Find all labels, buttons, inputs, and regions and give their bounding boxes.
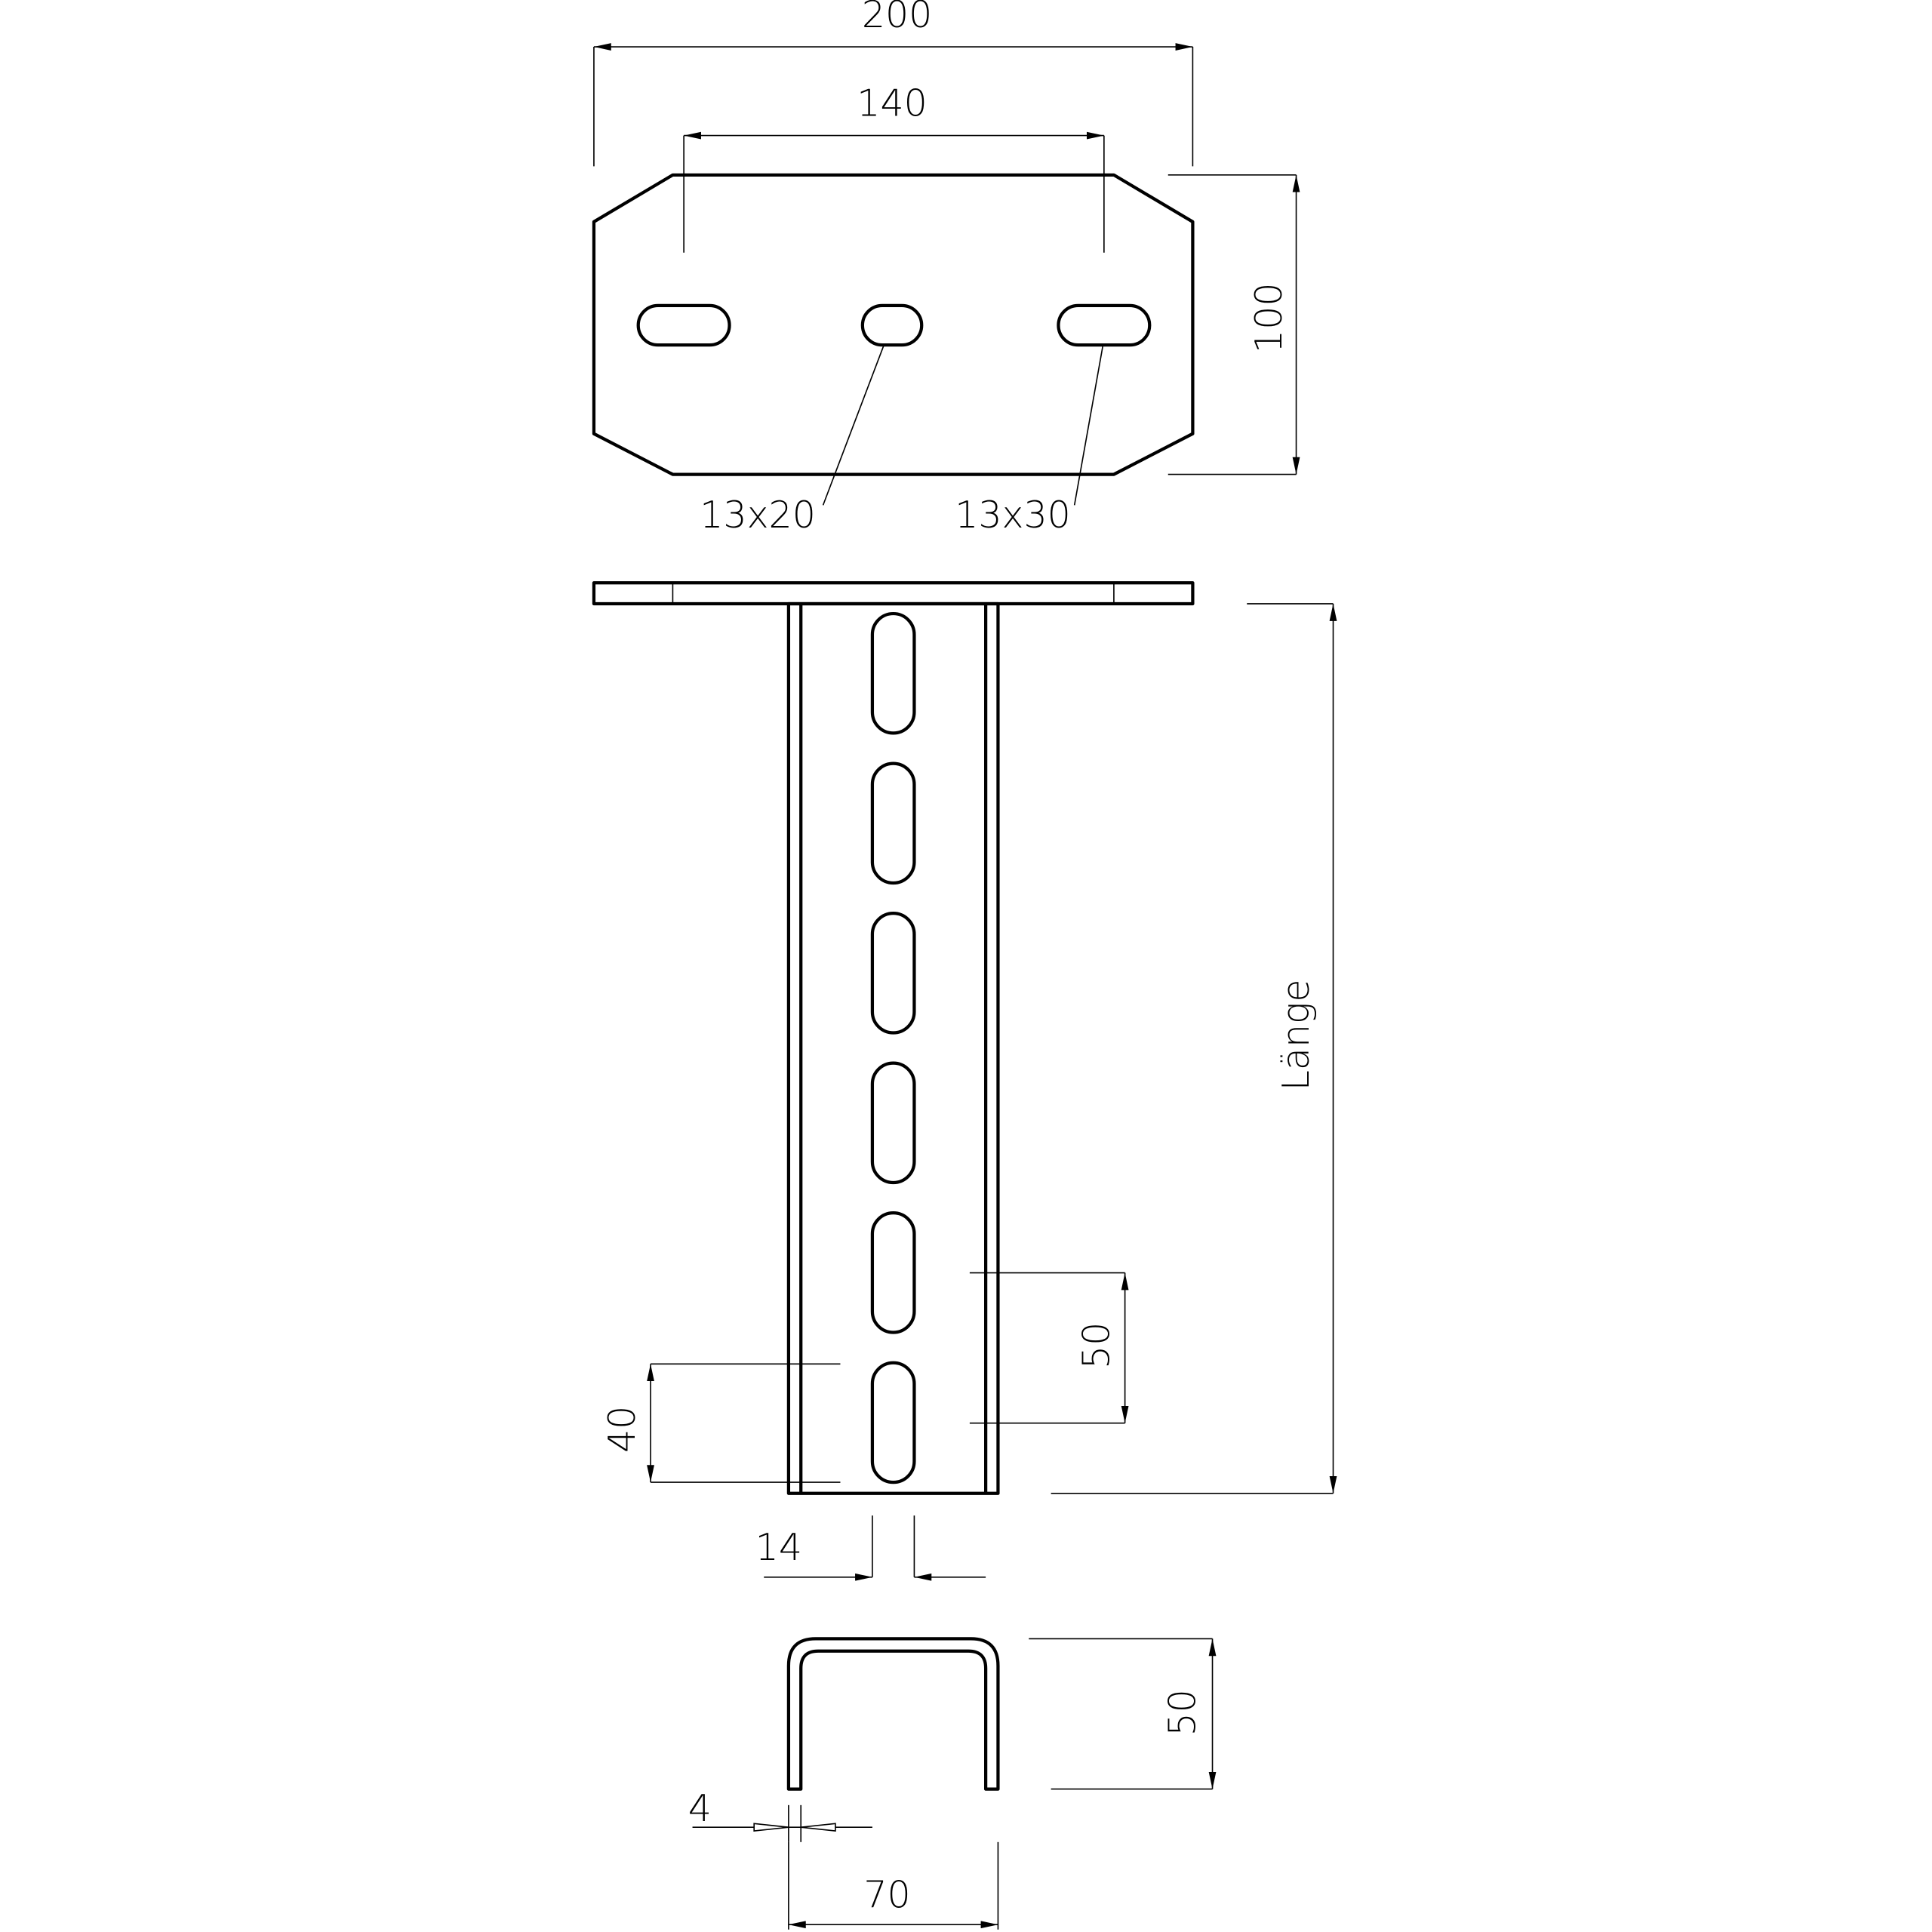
leader-13x30: 13x30 [955,346,1104,537]
plate-edge [592,581,1195,606]
side-slot [870,1361,916,1484]
side-slot [870,1061,916,1185]
base-plate-outline [592,173,1195,476]
dimension-40: 40 [601,1363,841,1483]
dimension-14: 14 [755,1515,986,1581]
dim-text-50-pitch: 50 [1075,1322,1118,1369]
dimension-50-height: 50 [1029,1638,1217,1790]
dim-text-14: 14 [755,1526,802,1569]
side-slot [870,611,916,735]
channel-outline [786,601,1000,1495]
slot-left [636,303,731,347]
slot-center [860,303,924,347]
leader-13x20: 13x20 [700,346,884,537]
top-view-base-plate: 200 140 100 13x20 13x30 [592,0,1300,537]
dim-text-50-height: 50 [1161,1689,1204,1736]
dimension-70: 70 [788,1841,999,1930]
side-view-profile: 50 40 Länge 14 [592,581,1337,1581]
dim-text-70: 70 [863,1873,910,1916]
dimension-50-pitch: 50 [969,1272,1129,1424]
dim-text-40: 40 [601,1406,644,1453]
dimension-100: 100 [1168,174,1300,475]
label-13x30: 13x30 [955,494,1071,537]
side-slot [870,912,916,1035]
side-slot [870,1211,916,1334]
dimension-4: 4 [688,1787,872,1842]
dimension-140: 140 [683,82,1105,253]
slot-right [1057,303,1152,347]
dimension-200: 200 [593,0,1194,167]
dimension-laenge: Länge [1051,603,1337,1494]
section-view-u-profile: 50 4 70 [688,1637,1217,1930]
label-13x20: 13x20 [700,494,816,537]
dim-text-100: 100 [1247,282,1291,352]
dim-text-4: 4 [688,1787,712,1830]
side-slots [870,611,916,1484]
dim-text-140: 140 [857,82,927,125]
u-profile-section [786,1637,1000,1791]
dim-text-200: 200 [862,0,932,36]
dim-text-laenge: Länge [1275,980,1318,1091]
side-slot [870,761,916,885]
